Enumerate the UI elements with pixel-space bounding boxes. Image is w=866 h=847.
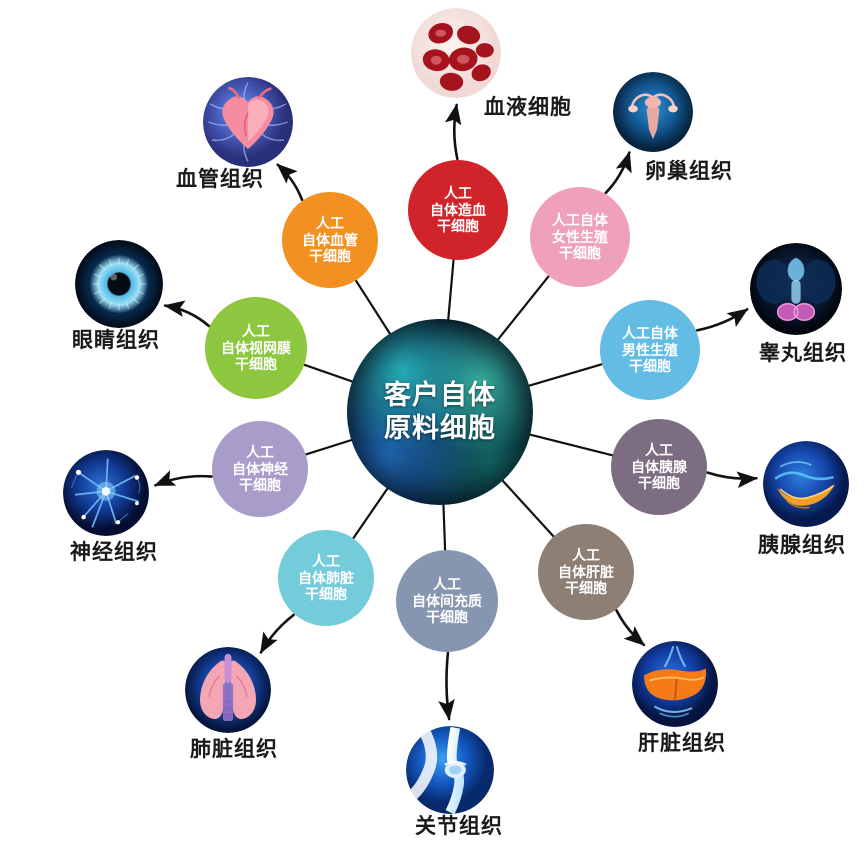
stem-cell-label-line: 人工 (433, 575, 461, 592)
stem-cell-label-line: 人工 (312, 552, 340, 569)
tissue-label-nerve-tissue: 神经组织 (70, 541, 158, 564)
stem-cell-label-line: 干细胞 (437, 218, 479, 235)
edge-hub-to-blood-vessel (352, 275, 394, 339)
tissue-label-blood-cells: 血液细胞 (484, 96, 572, 119)
tissue-label-vascular-tissue: 血管组织 (176, 168, 264, 191)
edge-retina-to-eye-tissue (163, 300, 211, 328)
stem-cell-label-line: 自体神经 (232, 460, 288, 477)
stem-cell-node-male-reproductive[interactable]: 人工自体男性生殖干细胞 (600, 300, 700, 400)
stem-cell-label-line: 自体血管 (302, 231, 358, 248)
stem-cell-label-line: 自体胰腺 (631, 458, 687, 475)
hub-label-line1: 客户自体 (384, 380, 496, 411)
edge-hematopoietic-to-blood-cells (444, 103, 462, 161)
stem-cell-node-nerve[interactable]: 人工自体神经干细胞 (212, 421, 308, 517)
edge-hub-to-hematopoietic (446, 254, 456, 325)
stem-cell-label-line: 女性生殖 (552, 228, 608, 245)
ovary-icon (613, 72, 693, 152)
edge-mesenchymal-to-joint-tissue (438, 651, 455, 721)
stem-cell-label-line: 干细胞 (629, 358, 671, 375)
heart-vessel-icon (203, 77, 293, 167)
edge-female-reproductive-to-ovary-tissue (604, 151, 632, 195)
stem-cell-label-line: 男性生殖 (622, 341, 678, 358)
stem-cell-label-line: 干细胞 (305, 586, 347, 603)
blood-cells-icon (411, 8, 501, 98)
stem-cell-label-line: 自体肝脏 (558, 563, 614, 580)
tissue-label-pancreas-tissue: 胰腺组织 (758, 534, 846, 557)
stem-cell-label-line: 人工 (572, 546, 600, 563)
edge-hub-to-pancreas (525, 432, 618, 458)
stem-cell-label-line: 自体造血 (430, 201, 486, 218)
stem-cell-label-line: 人工 (316, 214, 344, 231)
stem-cell-label-line: 人工 (246, 443, 274, 460)
stem-cell-node-liver[interactable]: 人工自体肝脏干细胞 (538, 524, 634, 620)
stem-cell-label-line: 人工自体 (622, 324, 678, 341)
stem-cell-label-line: 自体间充质 (412, 592, 482, 609)
edge-hub-to-nerve (300, 437, 357, 457)
edge-hub-to-female-reproductive (494, 271, 553, 344)
stem-cell-label-line: 干细胞 (638, 475, 680, 492)
pancreas-icon (763, 441, 849, 527)
nerve-icon (63, 450, 149, 536)
stem-cell-node-female-reproductive[interactable]: 人工自体女性生殖干细胞 (530, 187, 630, 287)
stem-cell-label-line: 干细胞 (559, 245, 601, 262)
edge-hub-to-male-reproductive (524, 361, 607, 388)
hub-label-line2: 原料细胞 (384, 413, 496, 443)
lung-icon (185, 647, 271, 733)
stem-cell-label-line: 自体视网膜 (221, 339, 291, 356)
stem-cell-label-line: 人工 (444, 184, 472, 201)
tissue-label-lung-tissue: 肺脏组织 (190, 738, 278, 761)
edge-lung-to-lung-tissue (259, 613, 296, 654)
stem-cell-label-line: 干细胞 (426, 609, 468, 626)
stem-cell-label-line: 干细胞 (565, 580, 607, 597)
edge-hub-to-lung (349, 484, 391, 543)
testis-icon (750, 243, 842, 335)
tissue-label-eye-tissue: 眼睛组织 (72, 329, 160, 352)
stem-cell-label-line: 干细胞 (309, 248, 351, 265)
tissue-label-testis-tissue: 睾丸组织 (759, 342, 847, 365)
joint-icon (406, 726, 494, 814)
edge-hub-to-mesenchymal (442, 499, 447, 556)
stem-cell-node-blood-vessel[interactable]: 人工自体血管干细胞 (282, 192, 378, 288)
center-hub-autologous-raw-cells[interactable]: 客户自体 原料细胞 (347, 319, 533, 505)
edge-hub-to-liver (498, 476, 558, 541)
stem-cell-label-line: 自体肺脏 (298, 569, 354, 586)
stem-cell-node-lung[interactable]: 人工自体肺脏干细胞 (278, 530, 374, 626)
edge-pancreas-to-pancreas-tissue (706, 471, 758, 489)
edge-liver-to-liver-tissue (615, 609, 646, 647)
stem-cell-node-pancreas[interactable]: 人工自体胰腺干细胞 (611, 419, 707, 515)
stem-cell-label-line: 人工自体 (552, 211, 608, 228)
tissue-label-ovary-tissue: 卵巢组织 (645, 160, 733, 183)
edge-blood-vessel-to-vascular-tissue (276, 163, 304, 202)
tissue-label-joint-tissue: 关节组织 (415, 815, 503, 838)
eye-icon (75, 240, 163, 328)
stem-cell-label-line: 干细胞 (239, 477, 281, 494)
stem-cell-node-hematopoietic[interactable]: 人工自体造血干细胞 (408, 160, 508, 260)
stem-cell-node-retina[interactable]: 人工自体视网膜干细胞 (205, 297, 307, 399)
stem-cell-label-line: 人工 (242, 322, 270, 339)
edge-nerve-to-nerve-tissue (153, 470, 213, 487)
edge-male-reproductive-to-testis-tissue (695, 308, 749, 332)
stem-cell-node-mesenchymal[interactable]: 人工自体间充质干细胞 (396, 550, 498, 652)
liver-icon (632, 641, 718, 727)
stem-cell-label-line: 人工 (645, 441, 673, 458)
stem-cell-label-line: 干细胞 (235, 356, 277, 373)
edge-hub-to-retina (299, 362, 358, 384)
tissue-label-liver-tissue: 肝脏组织 (638, 732, 726, 755)
